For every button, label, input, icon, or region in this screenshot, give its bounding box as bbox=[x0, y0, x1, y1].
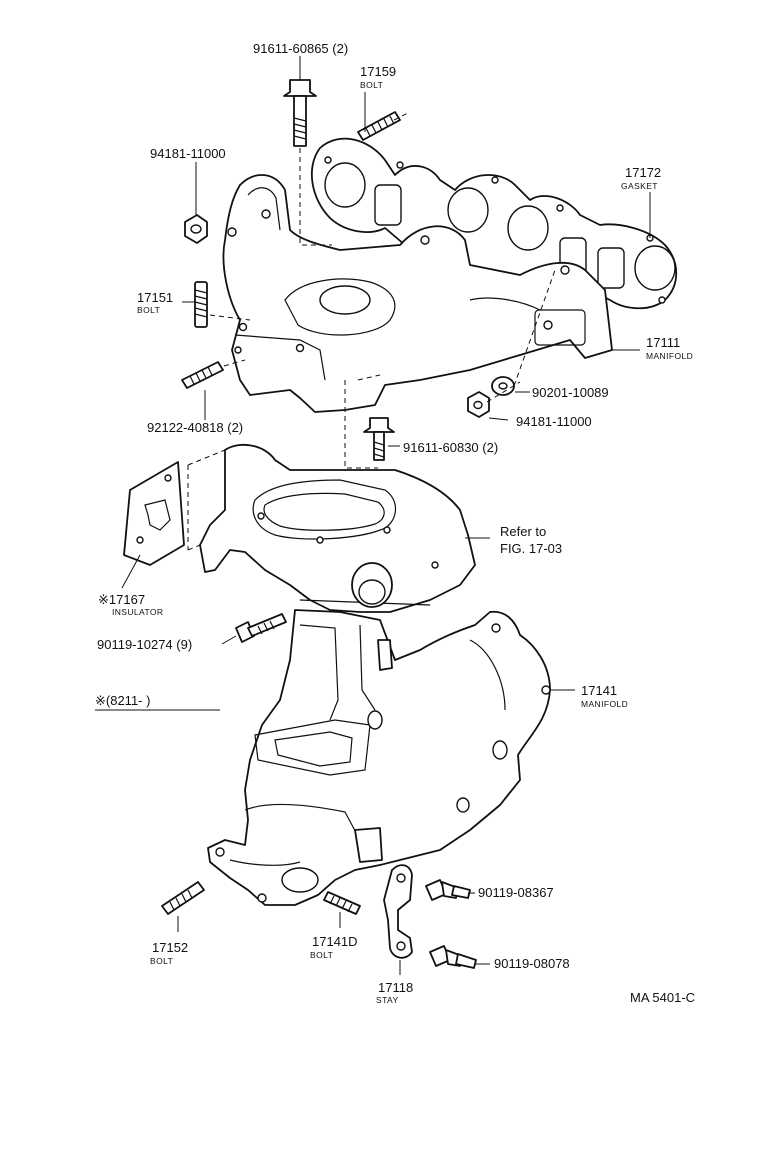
assembly-guide-lines bbox=[187, 111, 556, 551]
flange-bolt-90119-10274-icon bbox=[235, 613, 287, 643]
label-94181-right: 94181-11000 bbox=[516, 414, 592, 429]
hex-nut-top-icon bbox=[184, 214, 208, 244]
stud-bolt-92122-icon bbox=[181, 361, 224, 389]
label-17172-sub: GASKET bbox=[621, 181, 658, 191]
label-17152-sub: BOLT bbox=[150, 956, 173, 966]
label-90119-08078: 90119-08078 bbox=[494, 956, 570, 971]
heat-shield-icon bbox=[199, 443, 476, 613]
exhaust-gasket-icon bbox=[310, 137, 678, 310]
stud-bolt-17152-icon bbox=[161, 881, 205, 915]
hex-nut-right-icon bbox=[467, 391, 490, 418]
flange-bolt-90119-08078-icon bbox=[429, 945, 477, 969]
label-94181-top: 94181-11000 bbox=[150, 146, 226, 161]
label-17141-sub: MANIFOLD bbox=[581, 699, 628, 709]
label-90119-08367: 90119-08367 bbox=[478, 885, 554, 900]
label-figure-code: MA 5401-C bbox=[630, 990, 695, 1005]
exhaust-manifold-icon bbox=[207, 609, 551, 906]
label-refer-line1: Refer to bbox=[500, 524, 546, 539]
flange-bolt-90119-08367-icon bbox=[425, 879, 471, 901]
stud-bolt-17141D-icon bbox=[323, 891, 361, 915]
label-17111-sub: MANIFOLD bbox=[646, 351, 693, 361]
flange-bolt-91611-60865-icon bbox=[283, 79, 317, 147]
label-refer-line2: FIG. 17-03 bbox=[500, 541, 562, 556]
label-17118-sub: STAY bbox=[376, 995, 399, 1005]
label-17172: 17172 bbox=[625, 165, 661, 180]
label-91611-60865: 91611-60865 (2) bbox=[253, 41, 348, 56]
heat-insulator-icon bbox=[123, 461, 185, 566]
label-92122: 92122-40818 (2) bbox=[147, 420, 243, 435]
intake-manifold-icon bbox=[222, 174, 613, 413]
stud-bolt-17159-icon bbox=[357, 111, 401, 141]
label-17159-sub: BOLT bbox=[360, 80, 383, 90]
label-90119-10274: 90119-10274 (9) bbox=[97, 637, 192, 652]
label-91611-60830: 91611-60830 (2) bbox=[403, 440, 498, 455]
label-serial-note: ※(8211- ) bbox=[95, 693, 150, 708]
label-17141D-sub: BOLT bbox=[310, 950, 333, 960]
label-17118: 17118 bbox=[378, 980, 413, 995]
stud-bolt-17151-icon bbox=[194, 281, 208, 328]
label-17141: 17141 bbox=[581, 683, 617, 698]
label-17111: 17111 bbox=[646, 335, 680, 350]
label-17159: 17159 bbox=[360, 64, 396, 79]
label-17167-sub: INSULATOR bbox=[112, 607, 163, 617]
label-90201: 90201-10089 bbox=[532, 385, 609, 400]
callout-labels: 91611-60865 (2) 17159 BOLT 94181-11000 1… bbox=[95, 41, 695, 1005]
label-17167: ※17167 bbox=[98, 592, 145, 607]
stay-bracket-icon bbox=[383, 864, 413, 959]
label-17141D: 17141D bbox=[312, 934, 358, 949]
label-17152: 17152 bbox=[152, 940, 188, 955]
flange-bolt-91611-60830-icon bbox=[363, 417, 395, 461]
label-17151-sub: BOLT bbox=[137, 305, 160, 315]
label-17151: 17151 bbox=[137, 290, 173, 305]
leader-lines bbox=[95, 56, 651, 975]
